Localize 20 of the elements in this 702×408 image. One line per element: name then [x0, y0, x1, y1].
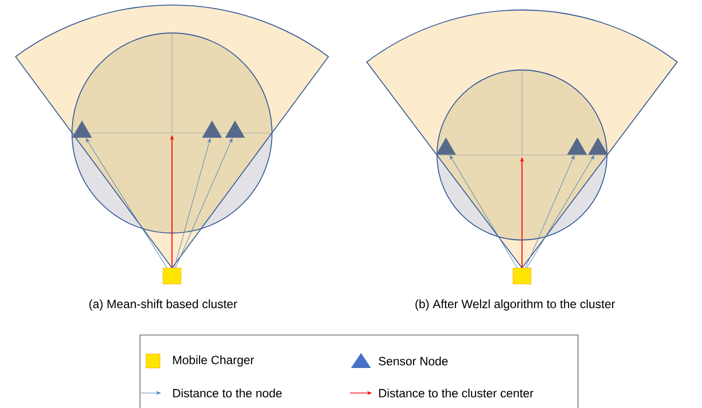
- sensor-triangle: [567, 138, 587, 155]
- arrow: [526, 155, 594, 268]
- caption: (b) After Welzl algorithm to the cluster: [415, 299, 616, 311]
- arrow: [175, 138, 232, 268]
- sensor-triangle: [202, 120, 222, 138]
- arrow: [174, 138, 211, 268]
- legend-label: Sensor Node: [378, 356, 448, 366]
- sensor-triangle: [72, 120, 92, 138]
- legend-label: Distance to the node: [173, 388, 282, 398]
- charger-square: [162, 268, 182, 284]
- sensor-triangle: [588, 138, 608, 155]
- arrow: [450, 155, 518, 268]
- sensor-triangle: [436, 138, 456, 155]
- caption: (a) Mean-shift based cluster: [89, 299, 238, 311]
- sensor-triangle: [225, 120, 245, 138]
- charger-square: [512, 268, 532, 284]
- arrow: [525, 155, 574, 268]
- legend-label: Distance to the cluster center: [379, 388, 534, 398]
- legend-label: Mobile Charger: [173, 355, 254, 367]
- arrow: [86, 138, 168, 268]
